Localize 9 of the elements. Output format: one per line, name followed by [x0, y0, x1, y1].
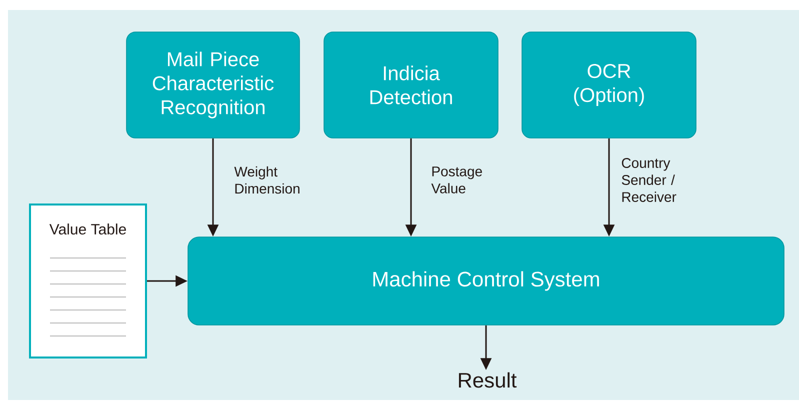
document-box: Value Table: [29, 204, 147, 358]
process-box: OCR (Option): [522, 32, 696, 138]
process-box: Indicia Detection: [324, 32, 498, 138]
edge-label: Postage Value: [431, 166, 482, 194]
edge-label: Weight Dimension: [234, 166, 300, 194]
result-text: Result: [458, 372, 517, 388]
process-box: Mail Piece Characteristic Recognition: [126, 32, 300, 138]
edge-label: Country Sender / Receiver: [622, 158, 676, 202]
system-box: Machine Control System: [188, 236, 784, 326]
